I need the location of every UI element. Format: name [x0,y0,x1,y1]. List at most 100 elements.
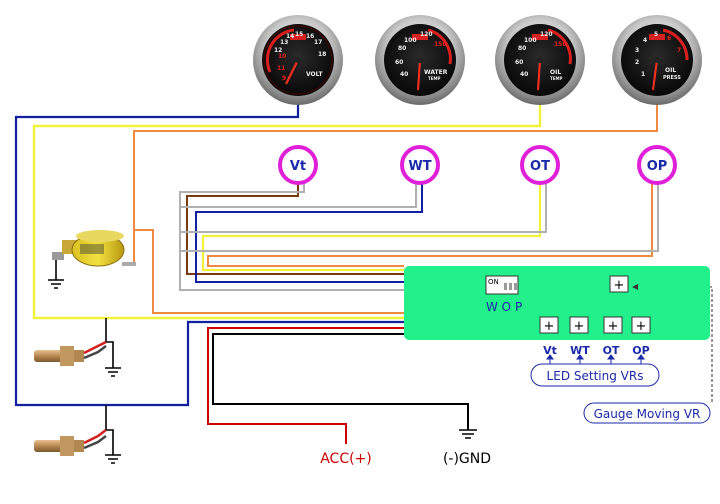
wires [14,104,713,444]
gauge-oil-tick: 80 [518,45,526,52]
wire-ot-grey [180,184,547,233]
wire-op-grey [180,184,659,252]
wire-sensor2-ground [105,405,114,455]
gnd-label: (-)GND [443,451,491,467]
wire-wt-grey [180,184,417,208]
gauge-oil-sub: TEMP [550,76,562,81]
sensor-label-ot: OT [530,159,550,174]
gauge-water-tick: 100 [404,37,417,44]
oil-pressure-sender [52,230,136,267]
ground-symbol-1 [105,367,121,377]
led-vr-ot[interactable]: + [603,316,623,334]
gauge-press-sub: PRESS [663,75,681,81]
vr-arrows [546,354,645,364]
dip-switch-labels: W O P [486,300,522,314]
gauge-press-tick: 2 [635,59,639,66]
gauge-press-tick: 6 [667,35,671,42]
wire-ot-yellow [201,184,542,272]
gauge-oil-tick: 120 [540,31,553,38]
led-vr-op-symbol: + [636,319,647,334]
vr-label-op: OP [632,344,649,357]
wire-vt-grey [179,182,404,291]
gauge-water-tick: 60 [395,59,403,66]
wire-wt-blue [195,184,423,283]
wire-acc [207,327,404,444]
gauge-volt-tick: 12 [274,47,282,54]
led-vr-op[interactable]: + [631,316,651,334]
gauge-volt-tick: 16 [306,33,314,40]
gauge-water-tick: 120 [420,31,433,38]
gauge-water-name: WATER [424,69,448,76]
led-vr-vt[interactable]: + [539,316,559,334]
water-temp-sender-1 [34,340,107,366]
gauge-water-temp: 40 60 80 100 120 150 WATER TEMP [375,15,465,105]
gauge-moving-label: Gauge Moving VR [594,407,701,421]
gauge-moving-callout [583,402,711,424]
gauge-water-sub: TEMP [428,76,440,81]
wire-orange-sensor [134,229,404,314]
sensor-node-wt: WT [400,145,440,185]
gauge-volt-tick: 18 [318,51,326,58]
sensor-label-op: OP [647,159,668,174]
acc-label: ACC(+) [320,451,372,467]
vr-label-ot: OT [603,344,620,357]
gauge-water-tick: 80 [398,45,406,52]
wire-vt-brown [186,182,404,275]
sensor-label-wt: WT [408,159,431,174]
gauge-volt: 10 11 12 13 14 15 16 17 18 9 VOLT [253,15,343,105]
led-vr-wt[interactable]: + [569,316,589,334]
gauge-water-tick: 40 [400,71,408,78]
gauge-oil-tick: 40 [520,71,528,78]
gauge-press-tick: 3 [635,47,639,54]
gauge-moving-vr[interactable]: + [609,275,629,293]
gauge-oil-tick: 100 [524,37,537,44]
dip-switch-on-label: ON [488,278,499,286]
gauge-volt-tick: 11 [277,65,285,72]
gauge-oil-tick: 60 [515,59,523,66]
vr-label-wt: WT [570,344,590,357]
led-setting-callout [530,363,660,387]
gauge-oil-press: 1 2 3 4 5 6 7 OIL PRESS [612,15,702,105]
led-vr-wt-symbol: + [574,319,585,334]
ground-connections [55,258,114,455]
gauge-volt-tick: 14 [286,33,294,40]
gauge-volt-tick: 9 [282,75,286,82]
led-vr-ot-symbol: + [608,319,619,334]
gauge-press-tick: 5 [654,31,658,38]
ground-symbol-3 [48,279,64,289]
wire-orange-main [133,104,658,262]
gauge-moving-vr-symbol: + [614,278,625,293]
gauge-oil-name: OIL [550,69,561,76]
gauge-press-tick: 7 [677,47,681,54]
gauge-press-tick: 4 [643,37,647,44]
ground-symbol-main [459,429,477,439]
wire-sensor1-ground [105,318,114,368]
gauge-press-name: OIL [665,67,676,74]
wire-yellow-main [32,104,542,320]
gauge-volt-tick: 17 [314,39,322,46]
led-setting-label: LED Setting VRs [547,369,644,383]
led-vr-vt-symbol: + [544,319,555,334]
gauge-oil-tick: 150 [554,41,567,48]
gauge-volt-name: VOLT [306,71,323,78]
sensor-node-ot: OT [520,145,560,185]
gauge-volt-tick: 13 [280,39,288,46]
wire-op-orange [207,184,653,267]
wire-blue-main [14,104,404,407]
sensor-node-op: OP [637,145,677,185]
gauge-water-tick: 150 [434,41,447,48]
controller-board: ON W O P + + + + + [404,266,710,340]
sensor-node-vt: Vt [278,145,318,185]
gauge-volt-tick: 15 [295,31,303,38]
gauge-moving-arrowhead [632,284,638,290]
gauge-volt-tick: 10 [278,53,286,60]
gauge-press-tick: 1 [641,71,645,78]
ground-symbol-2 [105,454,121,464]
gauge-oil-temp: 40 60 80 100 120 150 OIL TEMP [495,15,585,105]
water-temp-sender-2 [34,429,107,456]
vr-label-vt: Vt [543,344,557,357]
dip-switch[interactable]: ON [485,275,519,295]
sensor-label-vt: Vt [290,159,306,174]
